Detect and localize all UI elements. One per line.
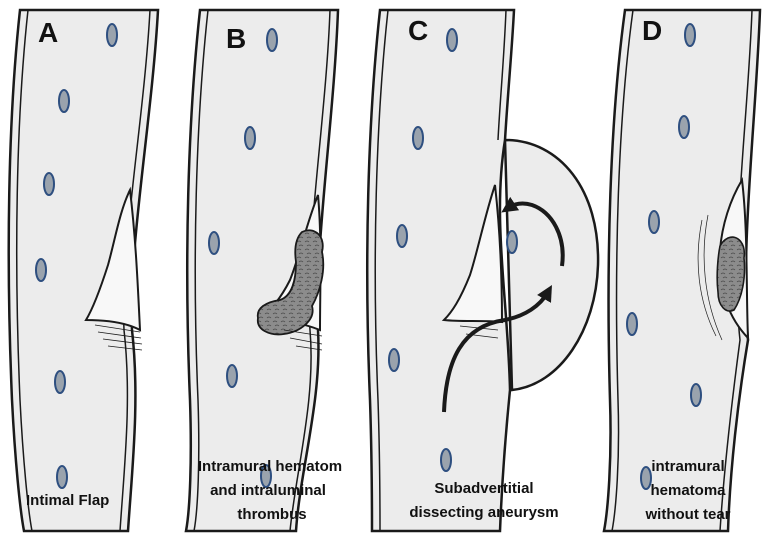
inner-wall-line [497, 9, 507, 141]
vessel-wall [365, 8, 516, 533]
panel-label: B [226, 23, 246, 54]
panel-label: D [642, 15, 662, 46]
panel-caption: hematoma [650, 482, 726, 499]
panel-caption: Intimal Flap [26, 492, 109, 509]
intimal-flap [84, 186, 142, 332]
panel-caption: without tear [645, 506, 731, 523]
panel-caption: Intramural hematom [198, 458, 342, 475]
panel-a: A Intimal Flap [7, 8, 160, 533]
intimal-flap [441, 184, 504, 324]
wall-hatch [697, 214, 723, 341]
intramural-hematoma [716, 236, 746, 312]
inner-wall-line [374, 9, 389, 532]
flap-hatch [283, 329, 323, 351]
vessel-wall [184, 8, 340, 533]
aneurysm-sac [503, 138, 600, 392]
panel-caption: Subadvertitial [434, 480, 533, 497]
blood-cells [626, 23, 702, 490]
inner-wall-line [193, 9, 209, 532]
panel-c: C Subadvertitial dissecting aneurysm [365, 8, 600, 533]
panel-caption: thrombus [237, 506, 306, 523]
panel-b: B Intramural hematom and intraluminal th… [184, 8, 342, 533]
vessel-wall [7, 8, 160, 533]
blood-flow-arrow [442, 285, 552, 413]
panel-caption: intramural [651, 458, 724, 475]
inner-wall-line [15, 9, 33, 532]
flap-hatch [94, 324, 143, 351]
vessel-wall [602, 8, 762, 533]
panel-label: C [408, 15, 428, 46]
panel-d: D intramural hematoma without tear [602, 8, 762, 533]
blood-cells [208, 28, 278, 488]
inner-wall-line [611, 9, 634, 532]
panel-caption: and intraluminal [210, 482, 326, 499]
blood-cells [35, 23, 118, 489]
panel-label: A [38, 17, 58, 48]
blood-flow-arrow [501, 196, 565, 267]
panel-caption: dissecting aneurysm [409, 504, 558, 521]
blood-cells [388, 28, 518, 472]
intraluminal-thrombus [256, 229, 325, 336]
